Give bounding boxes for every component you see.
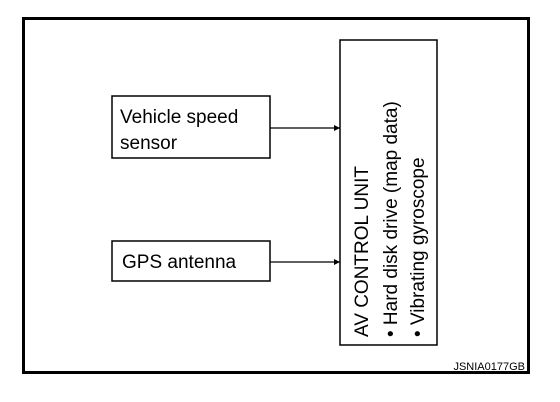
av-control-unit-item-hard-disk: • Hard disk drive (map data) — [381, 101, 402, 337]
reference-code: JSNIA0177GB — [453, 361, 525, 373]
gps-antenna-label: GPS antenna — [122, 252, 237, 273]
gps-antenna-box — [111, 240, 271, 282]
vehicle-speed-sensor-block: Vehicle speed sensor — [111, 95, 271, 159]
vehicle-speed-sensor-line2: sensor — [120, 133, 178, 154]
diagram-frame — [22, 17, 530, 374]
av-control-unit-title: AV CONTROL UNIT — [352, 166, 373, 337]
vehicle-speed-sensor-line1: Vehicle speed — [120, 107, 238, 128]
vehicle-speed-sensor-box — [111, 95, 271, 159]
av-control-unit-item-gyroscope: • Vibrating gyroscope — [408, 157, 429, 337]
gps-antenna-block: GPS antenna — [111, 240, 271, 282]
av-control-unit-box — [339, 39, 438, 346]
av-control-unit-block: AV CONTROL UNIT • Hard disk drive (map d… — [339, 39, 438, 346]
